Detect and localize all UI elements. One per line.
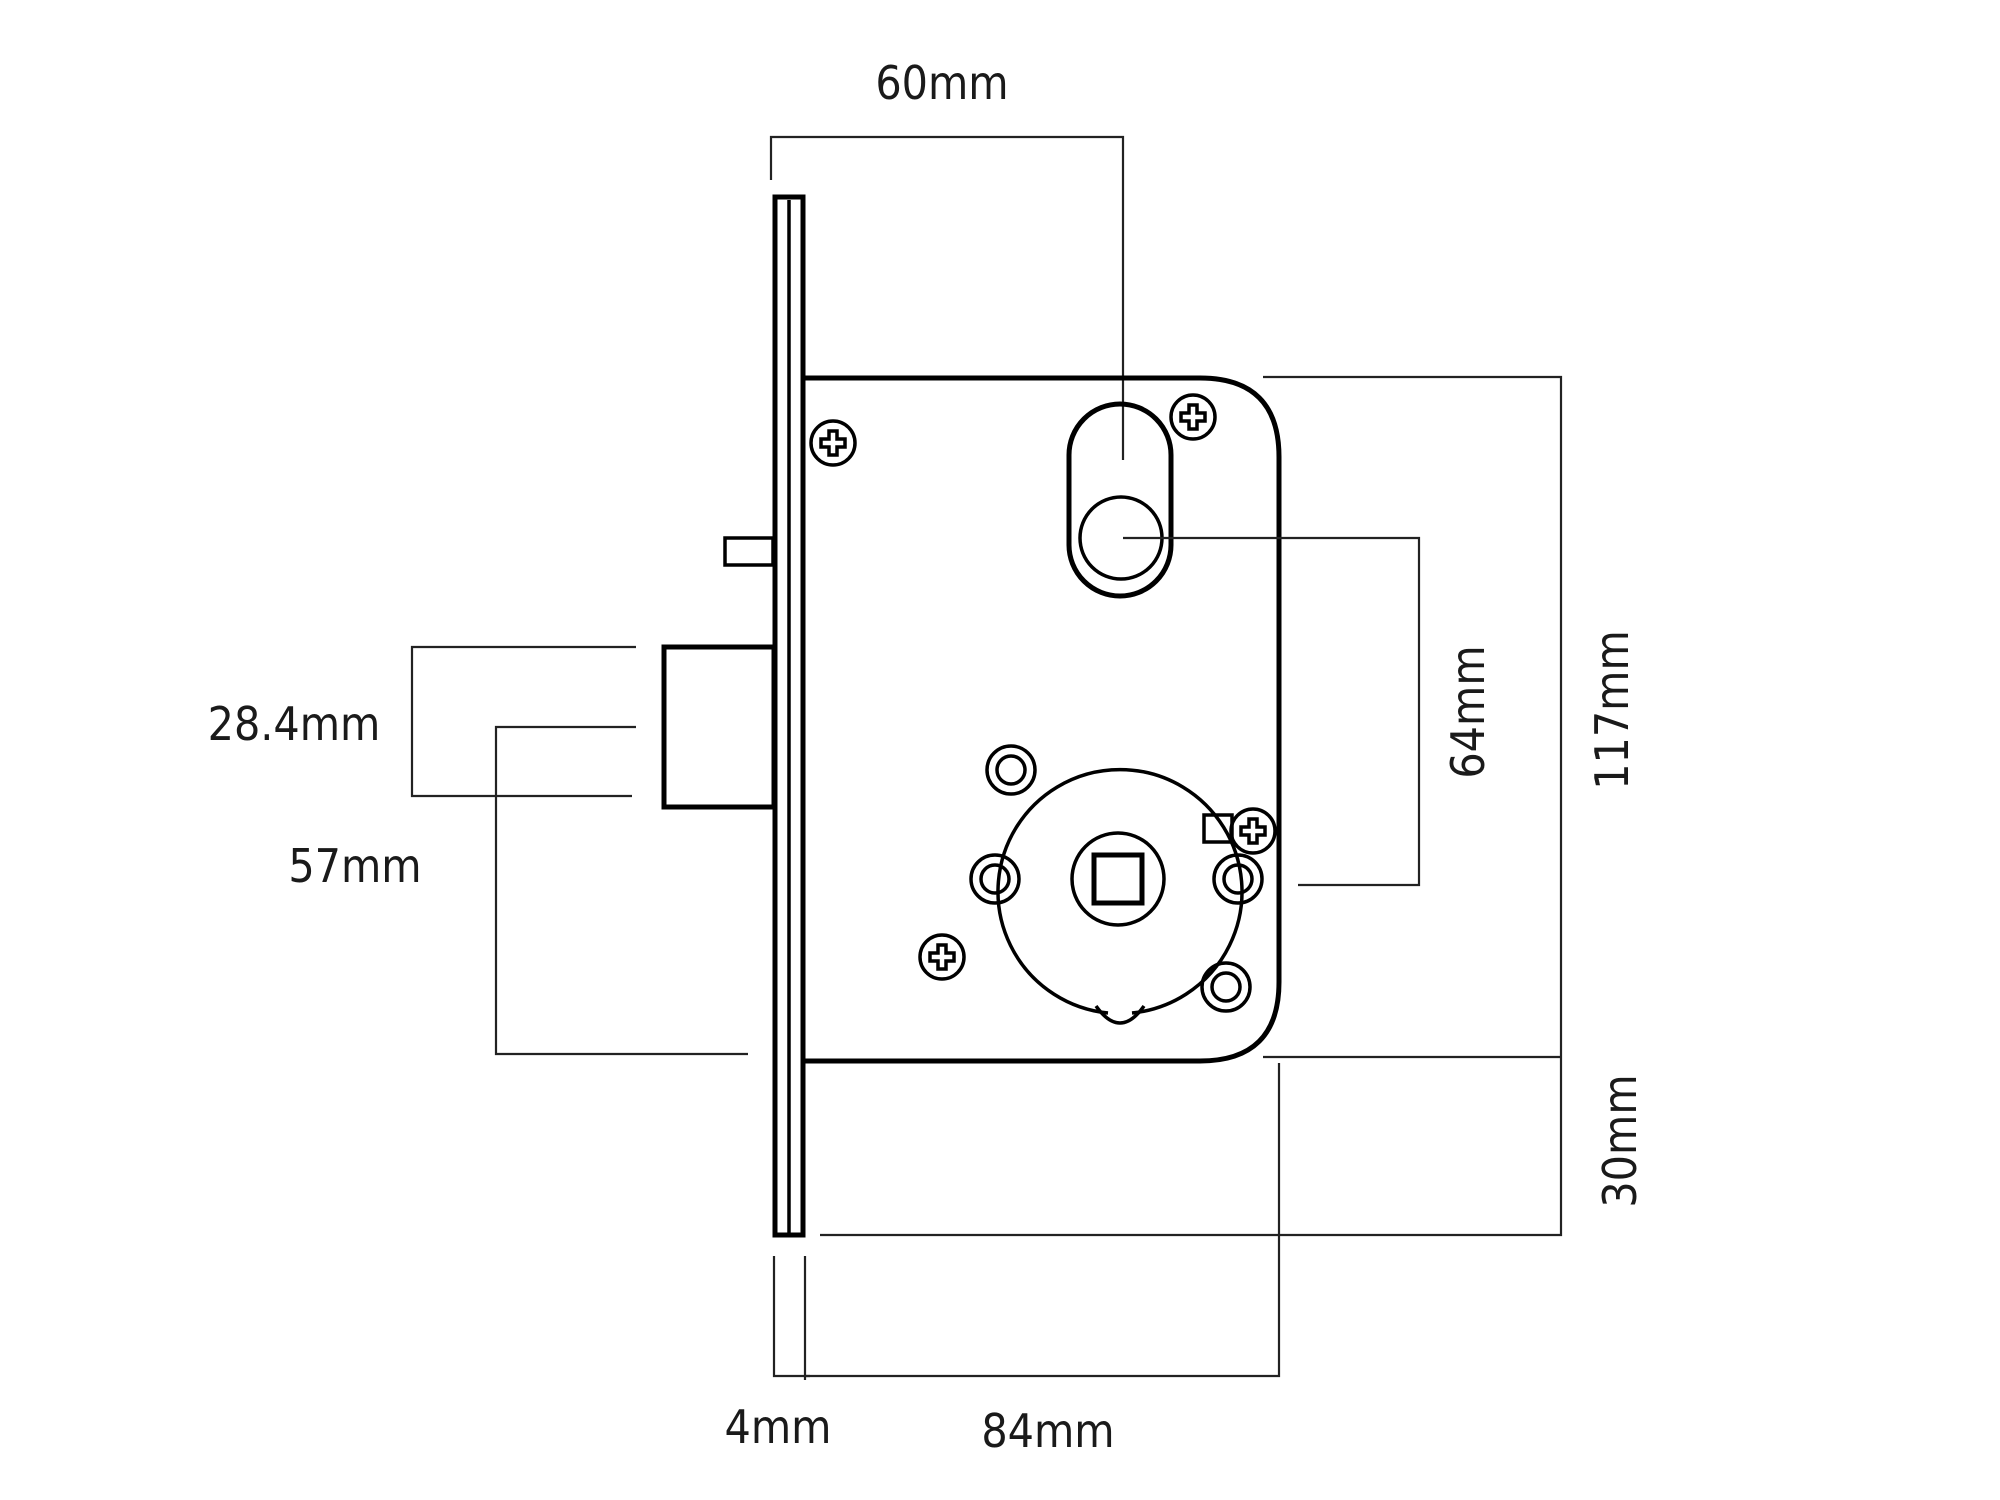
mounting-hole: [1212, 853, 1264, 905]
screw-icon: [918, 933, 966, 981]
label-84mm: 84mm: [981, 1404, 1114, 1458]
dimension-30mm: 30mm: [1593, 1074, 1647, 1207]
label-57mm: 57mm: [288, 839, 421, 893]
label-60mm: 60mm: [875, 56, 1008, 110]
deadlatch: [723, 536, 775, 567]
dimension-84mm: 84mm: [805, 1063, 1281, 1458]
mounting-hole: [1200, 961, 1252, 1013]
dimension-4mm: 4mm: [725, 1256, 832, 1454]
mounting-holes: [969, 744, 1264, 1013]
label-117mm: 117mm: [1585, 630, 1639, 790]
spindle-hub: [996, 767, 1244, 1025]
cylinder-slot: [1066, 401, 1174, 599]
dimension-60mm: 60mm: [769, 56, 1125, 460]
screws: [809, 393, 1277, 981]
dimension-57mm: 57mm: [288, 725, 748, 1056]
screw-icon: [1229, 807, 1277, 855]
faceplate: [772, 194, 806, 1238]
label-30mm: 30mm: [1593, 1074, 1647, 1207]
label-64mm: 64mm: [1441, 645, 1495, 778]
latch-bolt: [661, 644, 777, 810]
dimension-64mm: 64mm: [1123, 536, 1495, 887]
dimension-117mm: 117mm: [820, 375, 1639, 1237]
label-28-4mm: 28.4mm: [208, 697, 381, 751]
screw-icon: [1169, 393, 1217, 441]
mounting-hole: [985, 744, 1037, 796]
mounting-hole: [969, 853, 1021, 905]
screw-icon: [809, 419, 857, 467]
lock-case: [805, 375, 1282, 1064]
dimension-28-4mm: 28.4mm: [208, 645, 636, 798]
label-4mm: 4mm: [725, 1400, 832, 1454]
